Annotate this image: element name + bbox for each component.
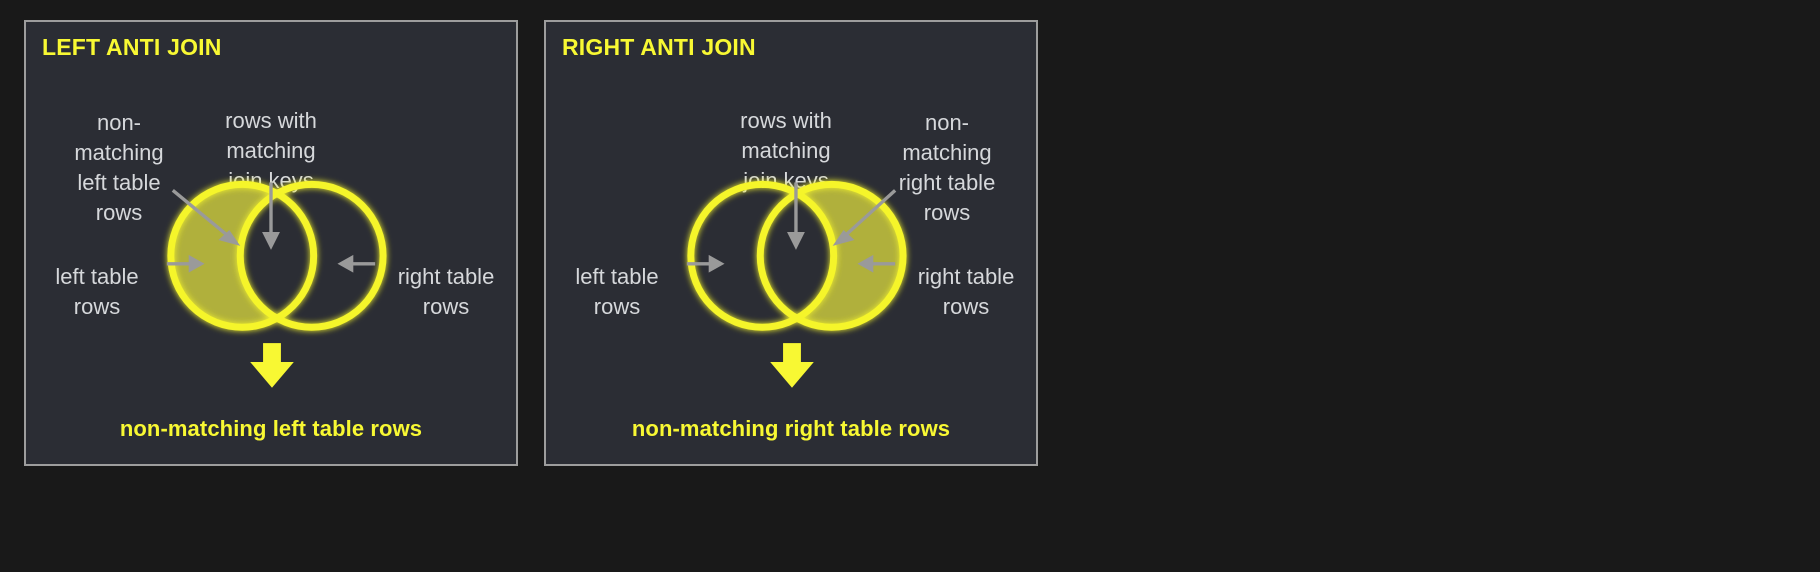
- annotation-arrow-lines: [686, 182, 897, 266]
- annotation-arrow-heads: [708, 230, 874, 273]
- panel-title: LEFT ANTI JOIN: [42, 34, 222, 60]
- panel-right-anti-join: RIGHT ANTI JOIN rows with matching join …: [544, 20, 1038, 466]
- arrowhead-join-keys: [787, 232, 805, 250]
- panel-caption: non-matching left table rows: [119, 416, 423, 441]
- venn-circle-right: [756, 180, 907, 331]
- panel-left-anti-join: LEFT ANTI JOIN non- matching left table …: [24, 20, 518, 466]
- arrowhead-join-keys: [262, 232, 280, 250]
- result-arrow-down-icon: [250, 343, 294, 388]
- venn-circle-outlines: [687, 180, 907, 331]
- venn-circle-left: [167, 180, 318, 331]
- arrow-line-non-matching: [171, 189, 231, 239]
- venn-diagram-right: [546, 74, 1036, 394]
- arrowhead-non-matching: [832, 230, 855, 246]
- arrowhead-left-table: [188, 254, 205, 273]
- annotation-arrow-lines: [166, 182, 376, 266]
- annotation-arrow-heads: [188, 230, 354, 273]
- arrowhead-right-table: [337, 254, 354, 273]
- venn-diagram-left: [26, 74, 516, 394]
- venn-circle-right: [236, 180, 387, 331]
- panel-title: RIGHT ANTI JOIN: [562, 34, 756, 60]
- result-arrow-down-icon: [770, 343, 814, 388]
- venn-circle-outlines: [167, 180, 387, 331]
- arrowhead-left-table: [708, 254, 725, 273]
- arrowhead-non-matching: [218, 230, 241, 246]
- arrow-line-non-matching: [842, 189, 897, 239]
- arrowhead-right-table: [857, 254, 874, 273]
- venn-circle-left: [687, 180, 838, 331]
- panel-caption: non-matching right table rows: [631, 416, 951, 441]
